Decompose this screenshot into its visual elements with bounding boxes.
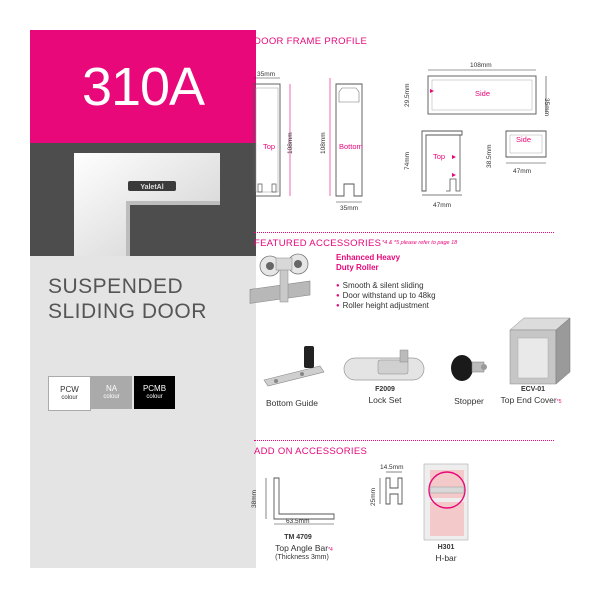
stopper-image (451, 355, 487, 381)
side-small-label: Side (516, 135, 532, 144)
roller-bullet-1: Smooth & silent sliding (336, 281, 424, 290)
top-small-height-dim: 74mm (404, 151, 411, 170)
angle-bar-name-wrap: Top Angle Bar*4 (264, 543, 344, 553)
top-height-dim: 108mm (287, 132, 294, 154)
side-large-width-dim: 108mm (470, 62, 492, 69)
colour-swatch-pcmb: PCMB colour (134, 376, 175, 409)
top-small-label: Top (433, 152, 446, 161)
swatch-label: colour (103, 393, 120, 400)
product-photo-panel: YaletAl (30, 143, 256, 256)
top-small-width-dim: 47mm (433, 202, 452, 209)
side-large-left-height-dim: 29.5mm (404, 83, 411, 107)
side-small-profile-drawing (505, 130, 547, 164)
bottom-guide-name: Bottom Guide (266, 398, 318, 408)
lock-set-name: Lock Set (368, 395, 402, 405)
product-info-panel (30, 256, 256, 568)
swatch-code: NA (105, 383, 118, 393)
h-bar-section-drawing (379, 471, 403, 505)
side-large-right-height-dim: 35mm (543, 98, 550, 117)
side-small-height-dim: 38.5mm (486, 144, 493, 168)
heavy-duty-roller-image (249, 253, 311, 304)
frame-corner-photo: YaletAl (30, 143, 256, 256)
swatch-code: PCMB (142, 383, 167, 393)
swatch-label: colour (61, 394, 78, 401)
top-small-profile-drawing (421, 130, 463, 196)
bottom-guide-image (263, 346, 325, 387)
h-bar-name: H-bar (435, 553, 457, 563)
bottom-profile-label: Bottom (339, 142, 363, 151)
swatch-code: PCW (60, 384, 79, 394)
top-angle-bar-drawing (265, 477, 335, 525)
product-title-line1: SUSPENDED (48, 275, 184, 298)
angle-bar-width-dim: 63.5mm (286, 518, 310, 525)
top-profile-drawing (253, 77, 291, 197)
h-bar-height-dim: 25mm (370, 487, 377, 506)
roller-bullet-3: Roller height adjustment (336, 301, 429, 310)
top-profile-label: Top (263, 142, 276, 151)
addon-heading: ADD ON ACCESSORIES (254, 446, 368, 457)
addon-divider (254, 440, 554, 441)
end-cover-name: Top End Cover (500, 395, 557, 405)
roller-title-line1: Enhanced Heavy (336, 253, 401, 262)
featured-divider (254, 232, 554, 233)
side-large-label: Side (475, 89, 491, 98)
bottom-width-dim: 35mm (340, 205, 359, 212)
lock-set-image (343, 349, 425, 381)
swatch-label: colour (146, 393, 163, 400)
angle-bar-note: *4 (328, 547, 333, 553)
side-large-profile-drawing (427, 69, 547, 115)
frame-profile-heading: DOOR FRAME PROFILE (254, 36, 368, 47)
side-small-width-dim: 47mm (513, 168, 532, 175)
colour-swatch-na: NA colour (91, 376, 132, 409)
end-cover-name-wrap: Top End Cover*5 (498, 395, 564, 405)
h-bar-door-image (423, 463, 469, 541)
angle-bar-thickness: (Thickness 3mm) (275, 554, 329, 561)
stopper-name: Stopper (454, 396, 484, 406)
bottom-profile-drawing (329, 78, 363, 203)
product-code: 310A (81, 56, 205, 117)
end-cover-code: ECV-01 (520, 386, 546, 393)
photo-brand-text: YaletAl (140, 184, 163, 191)
product-code-panel (30, 30, 256, 143)
colour-swatch-pcw: PCW colour (48, 376, 91, 411)
h-bar-width-dim: 14.5mm (380, 464, 404, 471)
product-title-line2: SLIDING DOOR (48, 300, 207, 323)
h-bar-code: H301 (437, 544, 455, 551)
top-width-dim: 35mm (257, 71, 276, 78)
bottom-height-dim: 108mm (320, 132, 327, 154)
angle-bar-height-dim: 38mm (251, 489, 258, 508)
top-end-cover-image (509, 317, 571, 385)
featured-heading: FEATURED ACCESSORIES (254, 238, 382, 249)
roller-bullet-2: Door withstand up to 48kg (336, 291, 436, 300)
roller-title-line2: Duty Roller (336, 263, 379, 272)
angle-bar-name: Top Angle Bar (275, 543, 329, 553)
lock-set-code: F2009 (375, 386, 395, 393)
brand-badge-icon (128, 181, 176, 191)
angle-bar-code: TM 4709 (284, 534, 312, 541)
featured-note: *4 & *5 please refer to page 18 (382, 240, 458, 246)
end-cover-note: *5 (556, 399, 562, 405)
